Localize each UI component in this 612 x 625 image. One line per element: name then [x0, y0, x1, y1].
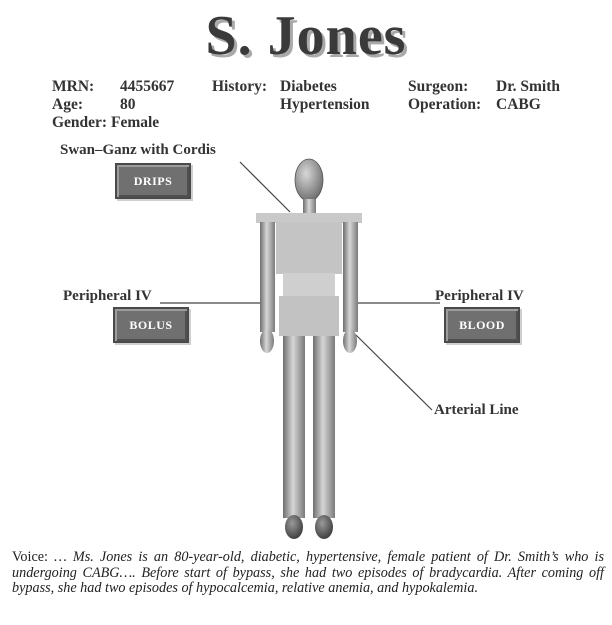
peripheral-iv-left-label: Peripheral IV	[63, 288, 152, 305]
voice-prefix: Voice:	[12, 549, 48, 565]
right-leg-shape	[313, 336, 335, 518]
shoulders-shape	[256, 213, 362, 223]
bolus-button[interactable]: BOLUS	[113, 307, 189, 343]
waist-shape	[283, 273, 335, 297]
patient-body-figure	[0, 0, 612, 545]
left-hand-shape	[260, 329, 274, 353]
left-arm-shape	[260, 222, 275, 332]
drips-button[interactable]: DRIPS	[115, 163, 191, 199]
arterial-leader-line	[356, 335, 432, 410]
swan-ganz-leader-line	[240, 162, 290, 212]
blood-button[interactable]: BLOOD	[444, 307, 520, 343]
left-leg-shape	[283, 336, 305, 518]
torso-upper-shape	[276, 222, 342, 274]
right-foot-shape	[315, 515, 333, 539]
arterial-line-label: Arterial Line	[434, 402, 519, 419]
right-arm-shape	[343, 222, 358, 332]
peripheral-iv-right-label: Peripheral IV	[435, 288, 524, 305]
voice-narration: Voice: … Ms. Jones is an 80-year-old, di…	[12, 550, 604, 597]
hips-shape	[279, 296, 339, 336]
voice-text: … Ms. Jones is an 80-year-old, diabetic,…	[12, 549, 604, 596]
head-shape	[295, 159, 323, 201]
neck-shape	[303, 199, 316, 214]
right-hand-shape	[343, 329, 357, 353]
swan-ganz-label: Swan–Ganz with Cordis	[60, 142, 216, 159]
left-foot-shape	[285, 515, 303, 539]
